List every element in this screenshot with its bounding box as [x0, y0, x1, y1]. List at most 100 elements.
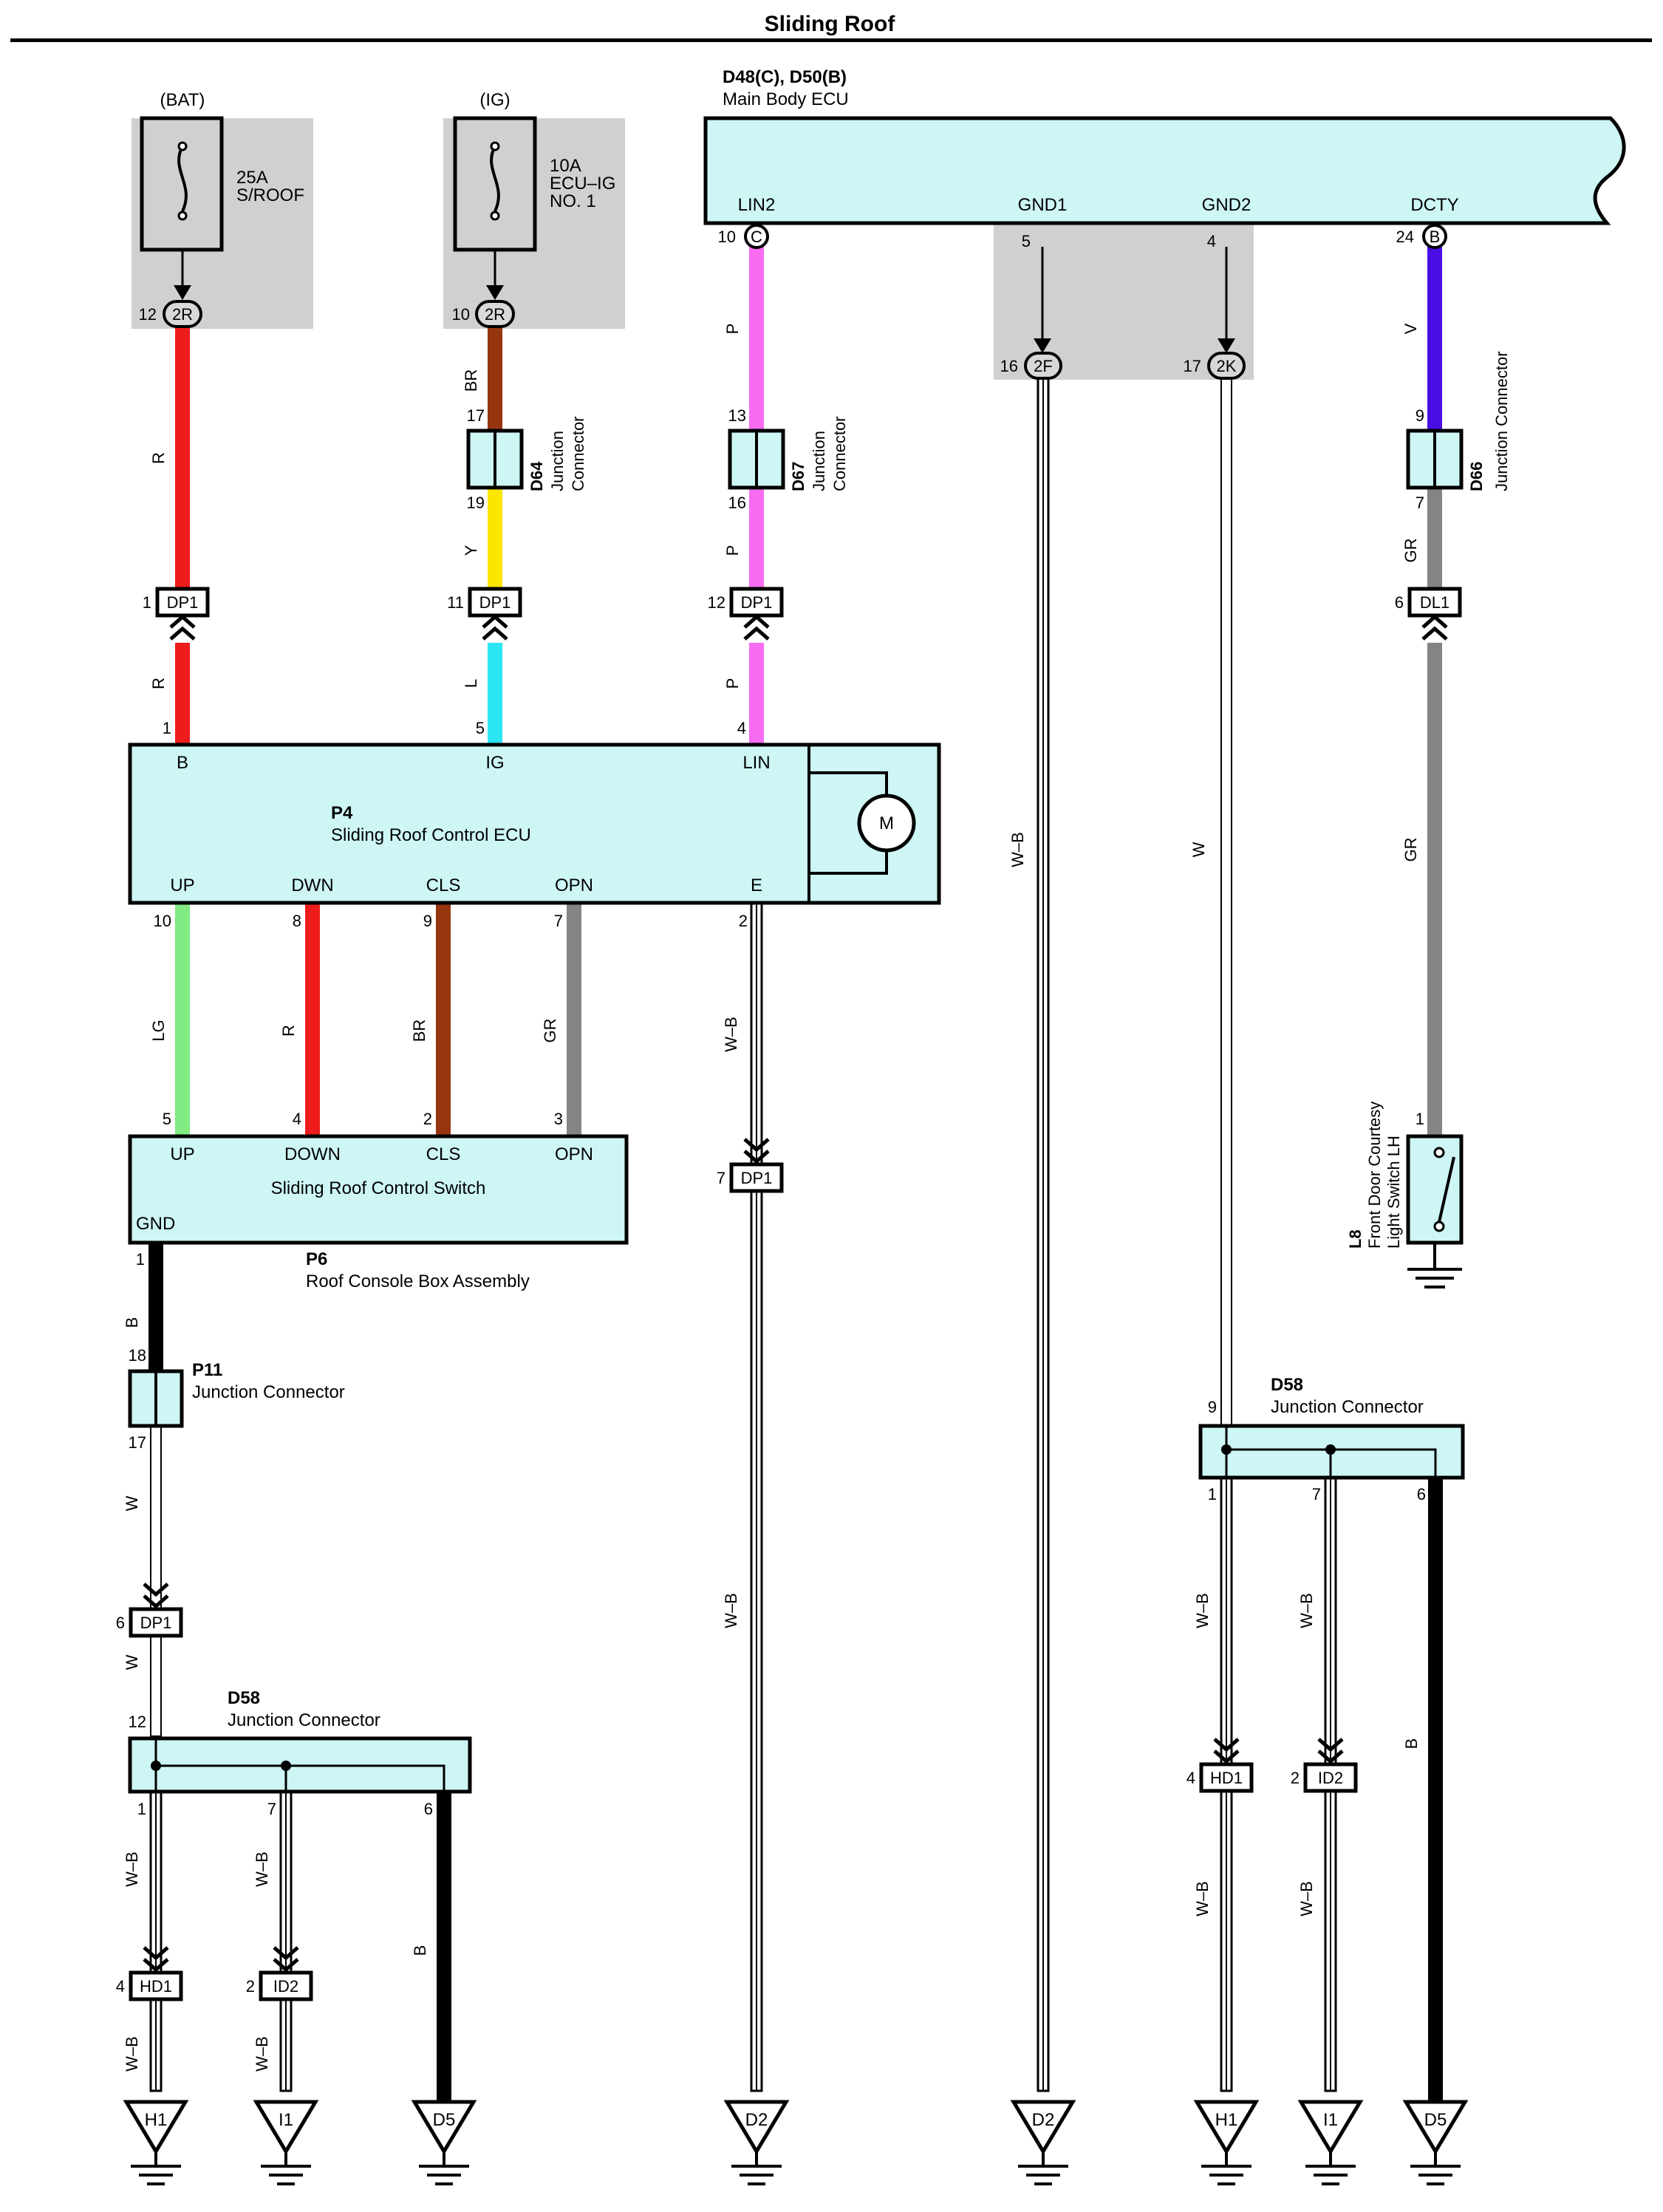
svg-text:13: 13 [728, 406, 746, 425]
svg-text:24: 24 [1396, 228, 1414, 246]
svg-text:10A: 10A [550, 156, 581, 176]
svg-text:17: 17 [129, 1433, 146, 1452]
svg-text:Connector: Connector [830, 416, 849, 491]
svg-text:3: 3 [554, 1110, 563, 1128]
svg-text:2F: 2F [1034, 357, 1053, 375]
svg-text:2R: 2R [172, 305, 193, 324]
svg-text:NO. 1: NO. 1 [550, 191, 596, 211]
svg-text:1: 1 [143, 593, 151, 612]
ground-1: H1 [123, 2100, 189, 2185]
svg-text:P11: P11 [192, 1360, 222, 1380]
ground-5: D2 [1010, 2100, 1076, 2185]
svg-text:2K: 2K [1217, 357, 1237, 375]
svg-text:DP1: DP1 [140, 1614, 172, 1632]
svg-text:Junction Connector: Junction Connector [192, 1382, 345, 1402]
wire-label-r-hd1-bot: W–B [1193, 1881, 1212, 1916]
svg-text:9: 9 [1208, 1398, 1217, 1416]
svg-text:D67: D67 [789, 462, 807, 491]
svg-text:5: 5 [163, 1110, 171, 1128]
wire-label-ig-top: BR [462, 369, 480, 392]
svg-text:D64: D64 [527, 461, 546, 491]
wire-ig-y [488, 488, 502, 589]
svg-text:4: 4 [1207, 232, 1216, 250]
svg-text:2: 2 [739, 912, 748, 930]
svg-text:Front Door Courtesy: Front Door Courtesy [1365, 1102, 1384, 1249]
wire-label-l-id2-bot: W–B [253, 2036, 271, 2072]
wire-l-b [437, 1792, 451, 2102]
svg-text:DP1: DP1 [167, 593, 199, 612]
svg-text:P4: P4 [331, 803, 353, 823]
svg-text:10: 10 [452, 305, 470, 324]
wire-label-gnd-p6: B [123, 1317, 141, 1328]
wires [148, 247, 1443, 2102]
ecu-name: Main Body ECU [723, 89, 849, 109]
door-courtesy-switch-l8: 1 L8 Front Door Courtesy Light Switch LH [1346, 1102, 1464, 1288]
svg-text:D5: D5 [1424, 2110, 1447, 2130]
svg-text:DOWN: DOWN [284, 1144, 341, 1164]
svg-text:12: 12 [139, 305, 157, 324]
wire-label-dcty-top: V [1401, 323, 1420, 334]
svg-text:Junction Connector: Junction Connector [1271, 1397, 1424, 1417]
svg-text:CLS: CLS [426, 1144, 461, 1164]
svg-text:ID2: ID2 [273, 1977, 298, 1996]
svg-text:GND2: GND2 [1202, 195, 1251, 215]
sliding-roof-control-ecu: P4 Sliding Roof Control ECU B IG LIN 1 5… [128, 719, 941, 930]
wire-gnd2-w [1220, 376, 1232, 1427]
svg-text:1: 1 [137, 1800, 146, 1818]
svg-text:6: 6 [1417, 1485, 1426, 1503]
wire-label-r-hd1-top: W–B [1193, 1593, 1212, 1628]
wire-label-bat-bot: R [149, 677, 168, 689]
svg-text:M: M [879, 813, 894, 833]
svg-text:5: 5 [476, 719, 485, 737]
wire-ig-br [488, 325, 502, 431]
svg-text:DL1: DL1 [1420, 593, 1449, 612]
svg-text:HD1: HD1 [140, 1977, 172, 1996]
title-rule [10, 38, 1652, 42]
wire-bat-r-lower [175, 643, 190, 745]
wire-dcty-v [1427, 247, 1442, 431]
wire-opn-gr [567, 903, 581, 1136]
svg-text:12: 12 [129, 1713, 146, 1731]
connector-2f: 2F 16 [1000, 352, 1062, 380]
svg-text:Junction Connector: Junction Connector [228, 1710, 380, 1730]
motor-icon: M [809, 771, 916, 875]
junction-d58-left: D58 Junction Connector 12 1 7 6 [128, 1688, 472, 1818]
svg-text:I1: I1 [279, 2110, 293, 2130]
wire-label-dcty-mid: GR [1401, 539, 1420, 563]
svg-text:7: 7 [554, 912, 563, 930]
junction-d64: 17 19 D64 Junction Connector [466, 406, 587, 512]
svg-text:IG: IG [485, 753, 504, 773]
junction-d58-right: D58 Junction Connector 9 1 7 6 [1198, 1375, 1465, 1503]
svg-text:18: 18 [129, 1346, 146, 1365]
svg-text:I1: I1 [1323, 2110, 1338, 2130]
wire-label-lin-mid: P [723, 545, 742, 556]
wire-ig-l [488, 643, 502, 745]
ground-6: H1 [1193, 2100, 1260, 2185]
svg-text:5: 5 [1022, 232, 1031, 250]
svg-text:GND: GND [136, 1214, 175, 1234]
svg-text:25A: 25A [236, 168, 268, 188]
wire-dcty-gr-bot [1427, 643, 1442, 1136]
wire-label-gnd2: W [1189, 842, 1208, 857]
svg-text:D5: D5 [433, 2110, 456, 2130]
svg-text:7: 7 [717, 1169, 725, 1187]
svg-text:1: 1 [1416, 1110, 1424, 1128]
svg-text:Roof Console Box Assembly: Roof Console Box Assembly [306, 1271, 530, 1291]
wire-label-r-id2-bot: W–B [1297, 1881, 1316, 1916]
fuse-bat: (BAT) 25A S/ROOF [140, 90, 304, 300]
svg-text:9: 9 [423, 912, 432, 930]
svg-text:L8: L8 [1346, 1229, 1365, 1249]
sliding-roof-control-switch: UP DOWN CLS OPN 5 4 2 3 Sliding Roof Con… [128, 1110, 629, 1291]
svg-text:17: 17 [467, 406, 485, 425]
main-body-ecu: D48(C), D50(B) Main Body ECU LIN2 GND1 G… [703, 67, 1626, 250]
wire-label-ig-mid: Y [462, 545, 480, 556]
wire-lin-p-mid [749, 488, 764, 589]
